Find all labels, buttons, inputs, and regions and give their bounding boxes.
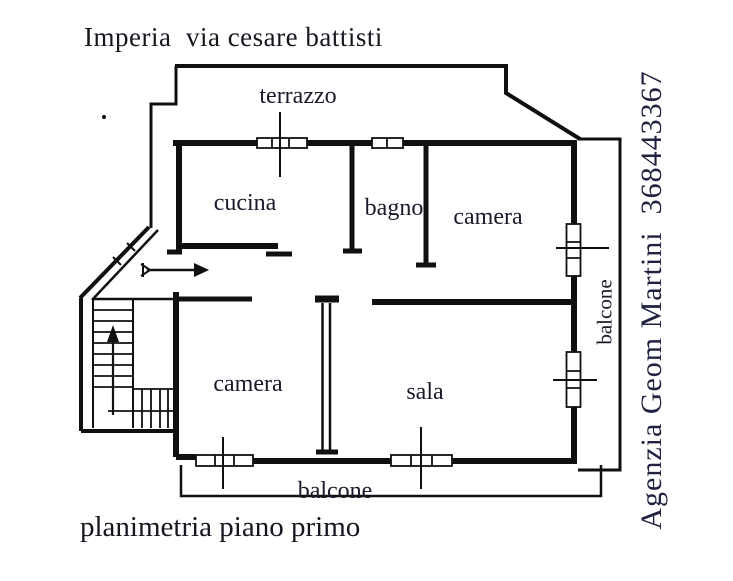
page-title: Imperia via cesare battisti <box>84 22 383 52</box>
entrance-arrow-icon <box>140 263 209 277</box>
room-label-cucina: cucina <box>213 190 277 216</box>
interior-walls <box>174 146 577 455</box>
stairs-up-arrow-icon <box>107 325 119 415</box>
room-label-bagno: bagno <box>364 195 424 221</box>
terrazzo-outline <box>78 64 582 301</box>
room-label-terrazzo: terrazzo <box>259 83 337 109</box>
agency-credit: Agenzia Geom Martini 368443367 <box>635 70 668 530</box>
room-label-camera-nord: camera <box>453 204 523 230</box>
balcony-outlines <box>179 137 622 498</box>
room-label-balcone-sud: balcone <box>297 478 373 504</box>
room-label-sala: sala <box>406 379 444 405</box>
plan-caption: planimetria piano primo <box>80 511 361 543</box>
window-symbols <box>195 137 582 467</box>
opening-tick-marks <box>222 247 609 489</box>
staircase <box>79 297 174 433</box>
room-label-balcone-est: balcone <box>592 279 617 345</box>
stray-dot <box>102 115 106 119</box>
apartment-walls <box>167 140 577 464</box>
room-label-camera-sud: camera <box>213 371 283 397</box>
